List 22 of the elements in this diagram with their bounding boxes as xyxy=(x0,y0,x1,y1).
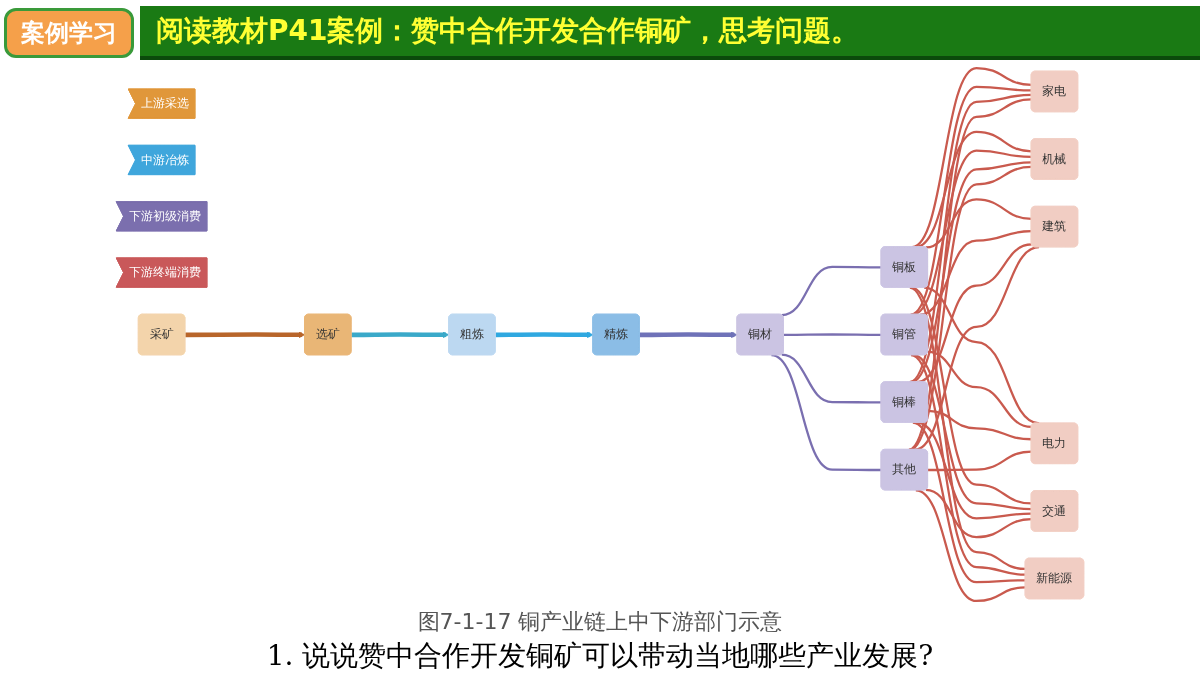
connector xyxy=(771,354,882,472)
connector xyxy=(908,98,1032,451)
connector xyxy=(781,353,882,404)
title-banner: 阅读教材P41案例：赞中合作开发合作铜矿，思考问题。 xyxy=(140,6,1200,60)
connector xyxy=(915,489,1026,603)
figure-caption: 图7-1-17 铜产业链上中下游部门示意 xyxy=(417,609,783,634)
question-text: 1. 说说赞中合作开发铜矿可以带动当地哪些产业发展? xyxy=(266,639,934,672)
connector xyxy=(781,265,882,317)
arrow xyxy=(185,331,306,339)
arrow xyxy=(639,331,738,339)
connector xyxy=(927,409,1032,441)
connector xyxy=(925,198,1032,249)
connector xyxy=(910,85,1032,316)
connector xyxy=(910,354,1026,576)
connector xyxy=(909,286,1026,571)
connector xyxy=(927,450,1032,472)
arrow xyxy=(351,331,450,339)
section-badge: 案例学习 xyxy=(4,8,134,58)
arrow xyxy=(495,331,594,339)
connector xyxy=(912,421,1026,584)
connector xyxy=(783,333,882,336)
connector xyxy=(925,488,1032,539)
